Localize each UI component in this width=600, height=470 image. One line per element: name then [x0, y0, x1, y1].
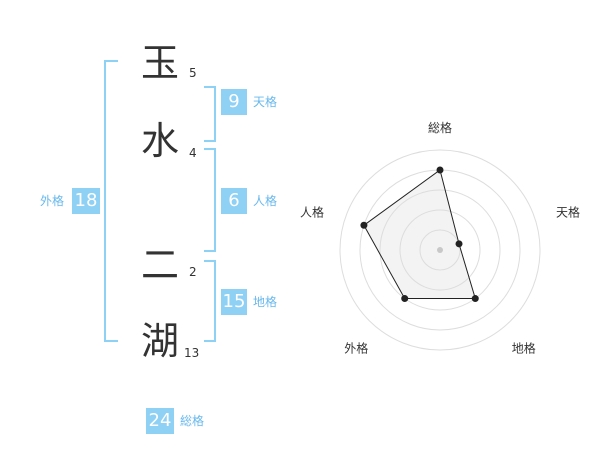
gaikaku-value: 18 [72, 188, 100, 214]
name-char-3: 二 [140, 243, 179, 287]
radar-axis-label: 総格 [428, 120, 452, 135]
radar-axis-label: 地格 [512, 341, 536, 356]
soukaku-label: 総格 [180, 414, 205, 428]
jinkaku-value: 6 [221, 188, 247, 214]
soukaku-value: 24 [146, 408, 174, 434]
stroke-count-4: 13 [184, 346, 200, 360]
radar-data-polygon [363, 169, 476, 299]
radar-grid-ring [339, 149, 541, 351]
radar-point [360, 221, 368, 229]
radar-center-dot [437, 247, 443, 253]
stroke-count-3: 2 [189, 265, 197, 279]
gaikaku-bracket [104, 60, 118, 342]
radar-grid-ring [399, 209, 481, 291]
chikaku-value: 15 [221, 289, 247, 315]
radar-grid-ring [379, 189, 501, 311]
tenkaku-bracket [204, 86, 216, 142]
radar-point [436, 166, 444, 174]
jinkaku-bracket [204, 148, 216, 252]
radar-axis-label: 人格 [300, 204, 324, 219]
radar-axis-label: 外格 [344, 341, 368, 356]
tenkaku-label: 天格 [253, 95, 278, 109]
name-char-2: 水 [140, 119, 179, 163]
chikaku-bracket [204, 260, 216, 342]
jinkaku-label: 人格 [253, 194, 278, 208]
stroke-count-1: 5 [189, 66, 197, 80]
tenkaku-value: 9 [221, 89, 247, 115]
gaikaku-label: 外格 [40, 194, 65, 208]
name-char-4: 湖 [140, 319, 179, 363]
radar-grid-ring [419, 229, 461, 271]
radar-point [455, 240, 463, 248]
radar-point [471, 295, 479, 303]
chikaku-label: 地格 [253, 295, 278, 309]
name-char-1: 玉 [140, 41, 179, 85]
radar-points [360, 166, 479, 303]
radar-point [401, 295, 409, 303]
stroke-count-2: 4 [189, 146, 197, 160]
radar-axis-label: 天格 [556, 204, 580, 219]
